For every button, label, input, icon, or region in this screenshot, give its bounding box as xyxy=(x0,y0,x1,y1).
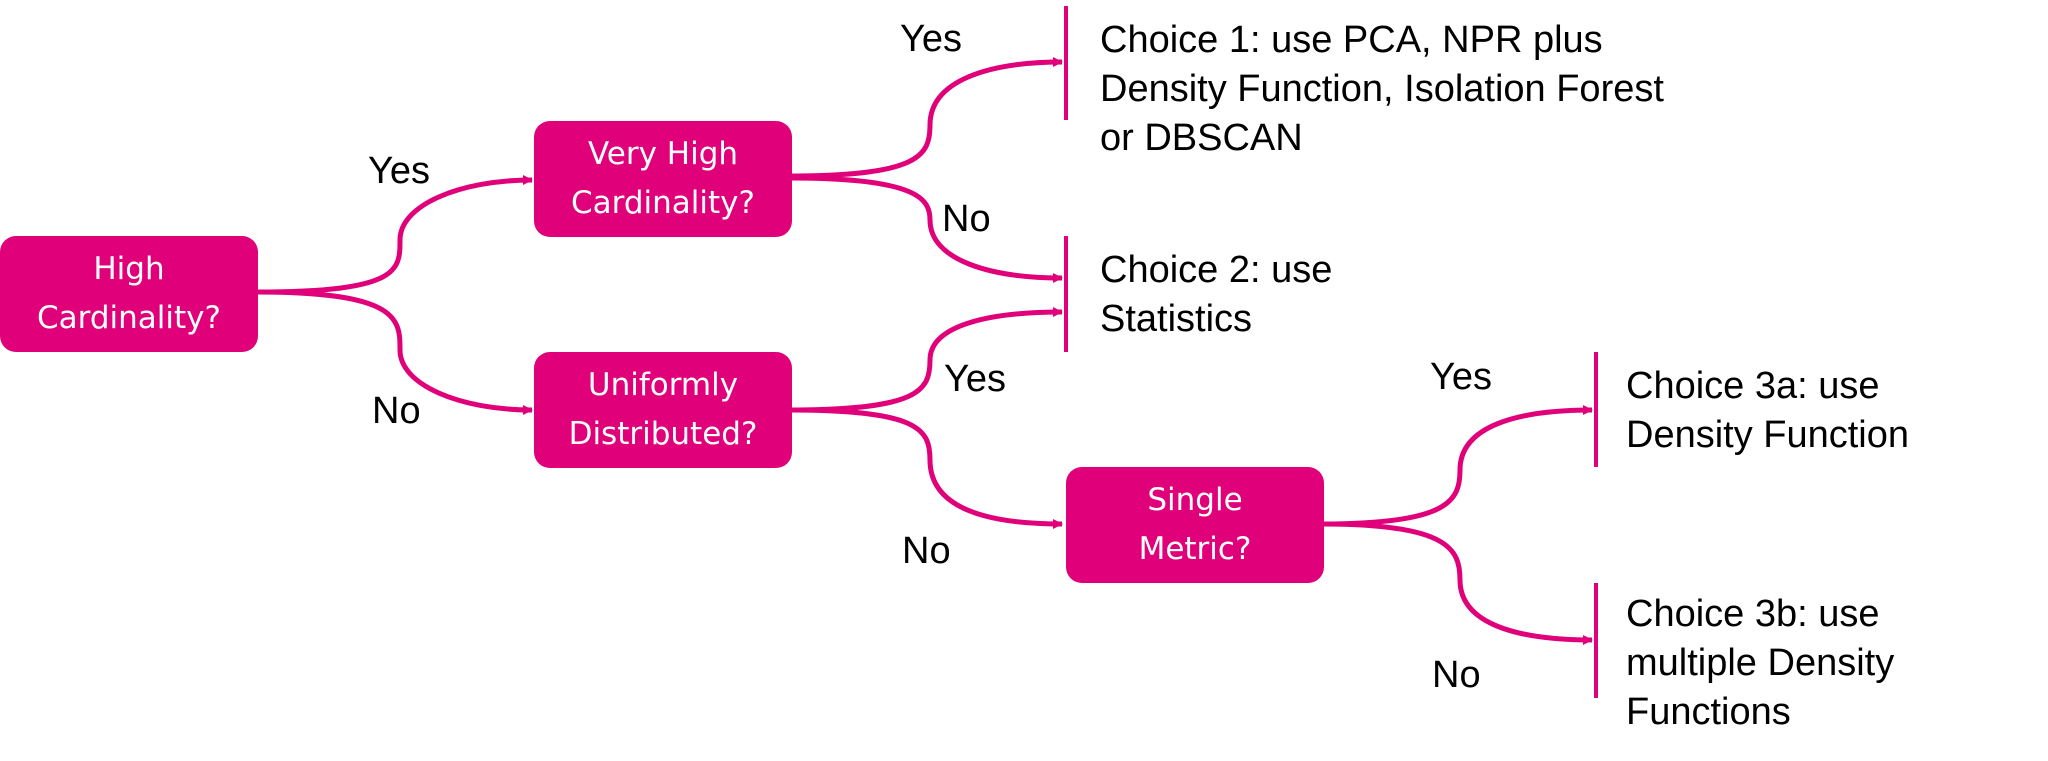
outcome-choice3a: Choice 3a: use Density Function xyxy=(1626,362,1909,460)
decision-text-line: Cardinality? xyxy=(571,185,755,221)
outcome-choice1: Choice 1: use PCA, NPR plus Density Func… xyxy=(1100,16,1664,163)
outcome-text-line: Choice 1: use PCA, NPR plus xyxy=(1100,19,1603,61)
connector-uniform-yes xyxy=(789,307,1063,413)
connector-single-yes xyxy=(1321,405,1593,527)
label-very-high-no: No xyxy=(942,198,991,240)
outcome-text-line: Functions xyxy=(1626,691,1791,733)
decision-text-line: Metric? xyxy=(1138,531,1252,567)
connector-high-no xyxy=(257,289,533,415)
outcome-text-line: Choice 3b: use xyxy=(1626,593,1880,635)
outcome-choice2: Choice 2: use Statistics xyxy=(1100,246,1332,344)
decision-single-metric: Single Metric? xyxy=(1066,467,1324,583)
outcome-text-line: Density Function, Isolation Forest xyxy=(1100,68,1664,110)
label-single-yes: Yes xyxy=(1430,356,1492,398)
connector-veryhigh-yes xyxy=(789,57,1063,179)
decision-text-line: Cardinality? xyxy=(37,300,221,336)
decision-text-line: Very High xyxy=(587,136,739,172)
label-single-no: No xyxy=(1432,654,1481,696)
decision-text-line: Uniformly xyxy=(587,367,739,403)
outcome-choice3b: Choice 3b: use multiple Density Function… xyxy=(1626,590,1894,737)
connector-single-no xyxy=(1321,521,1593,645)
outcome-text-line: Density Function xyxy=(1626,414,1910,456)
outcome-text-line: Choice 2: use xyxy=(1100,249,1333,291)
decision-text-line: Single xyxy=(1147,482,1243,518)
connector-veryhigh-no xyxy=(789,175,1063,283)
decision-text-line: High xyxy=(93,251,165,287)
label-uniform-no: No xyxy=(902,530,951,572)
outcome-text-line: Statistics xyxy=(1100,298,1253,340)
outcome-text-line: Choice 3a: use xyxy=(1626,365,1880,407)
connector-uniform-no xyxy=(789,407,1063,529)
decision-high-cardinality: High Cardinality? xyxy=(0,236,258,352)
decision-text-line: Distributed? xyxy=(568,416,758,452)
outcome-text-line: or DBSCAN xyxy=(1100,117,1303,159)
decision-uniformly-distributed: Uniformly Distributed? xyxy=(534,352,792,468)
label-very-high-yes: Yes xyxy=(900,18,962,60)
label-high-no: No xyxy=(372,390,421,432)
connector-high-yes xyxy=(257,175,533,295)
label-high-yes: Yes xyxy=(368,150,430,192)
label-uniform-yes: Yes xyxy=(944,358,1006,400)
decision-very-high-cardinality: Very High Cardinality? xyxy=(534,121,792,237)
outcome-text-line: multiple Density xyxy=(1626,642,1895,684)
